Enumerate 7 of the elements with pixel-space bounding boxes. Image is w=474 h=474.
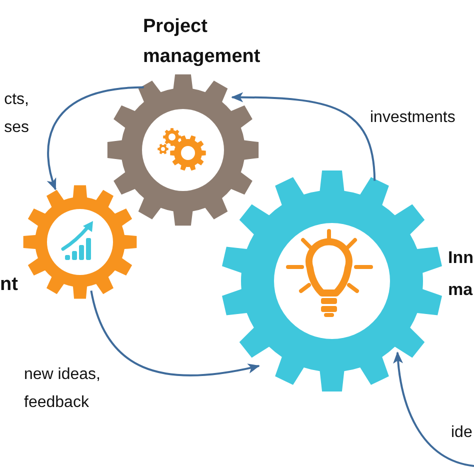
gear-label: nt [0,273,19,297]
arrow [231,92,376,181]
arrow [47,86,144,190]
gear-label: Project management [143,15,262,69]
gear-label: Inn ma [448,247,474,301]
arrow [90,290,260,376]
arrow [393,352,474,467]
